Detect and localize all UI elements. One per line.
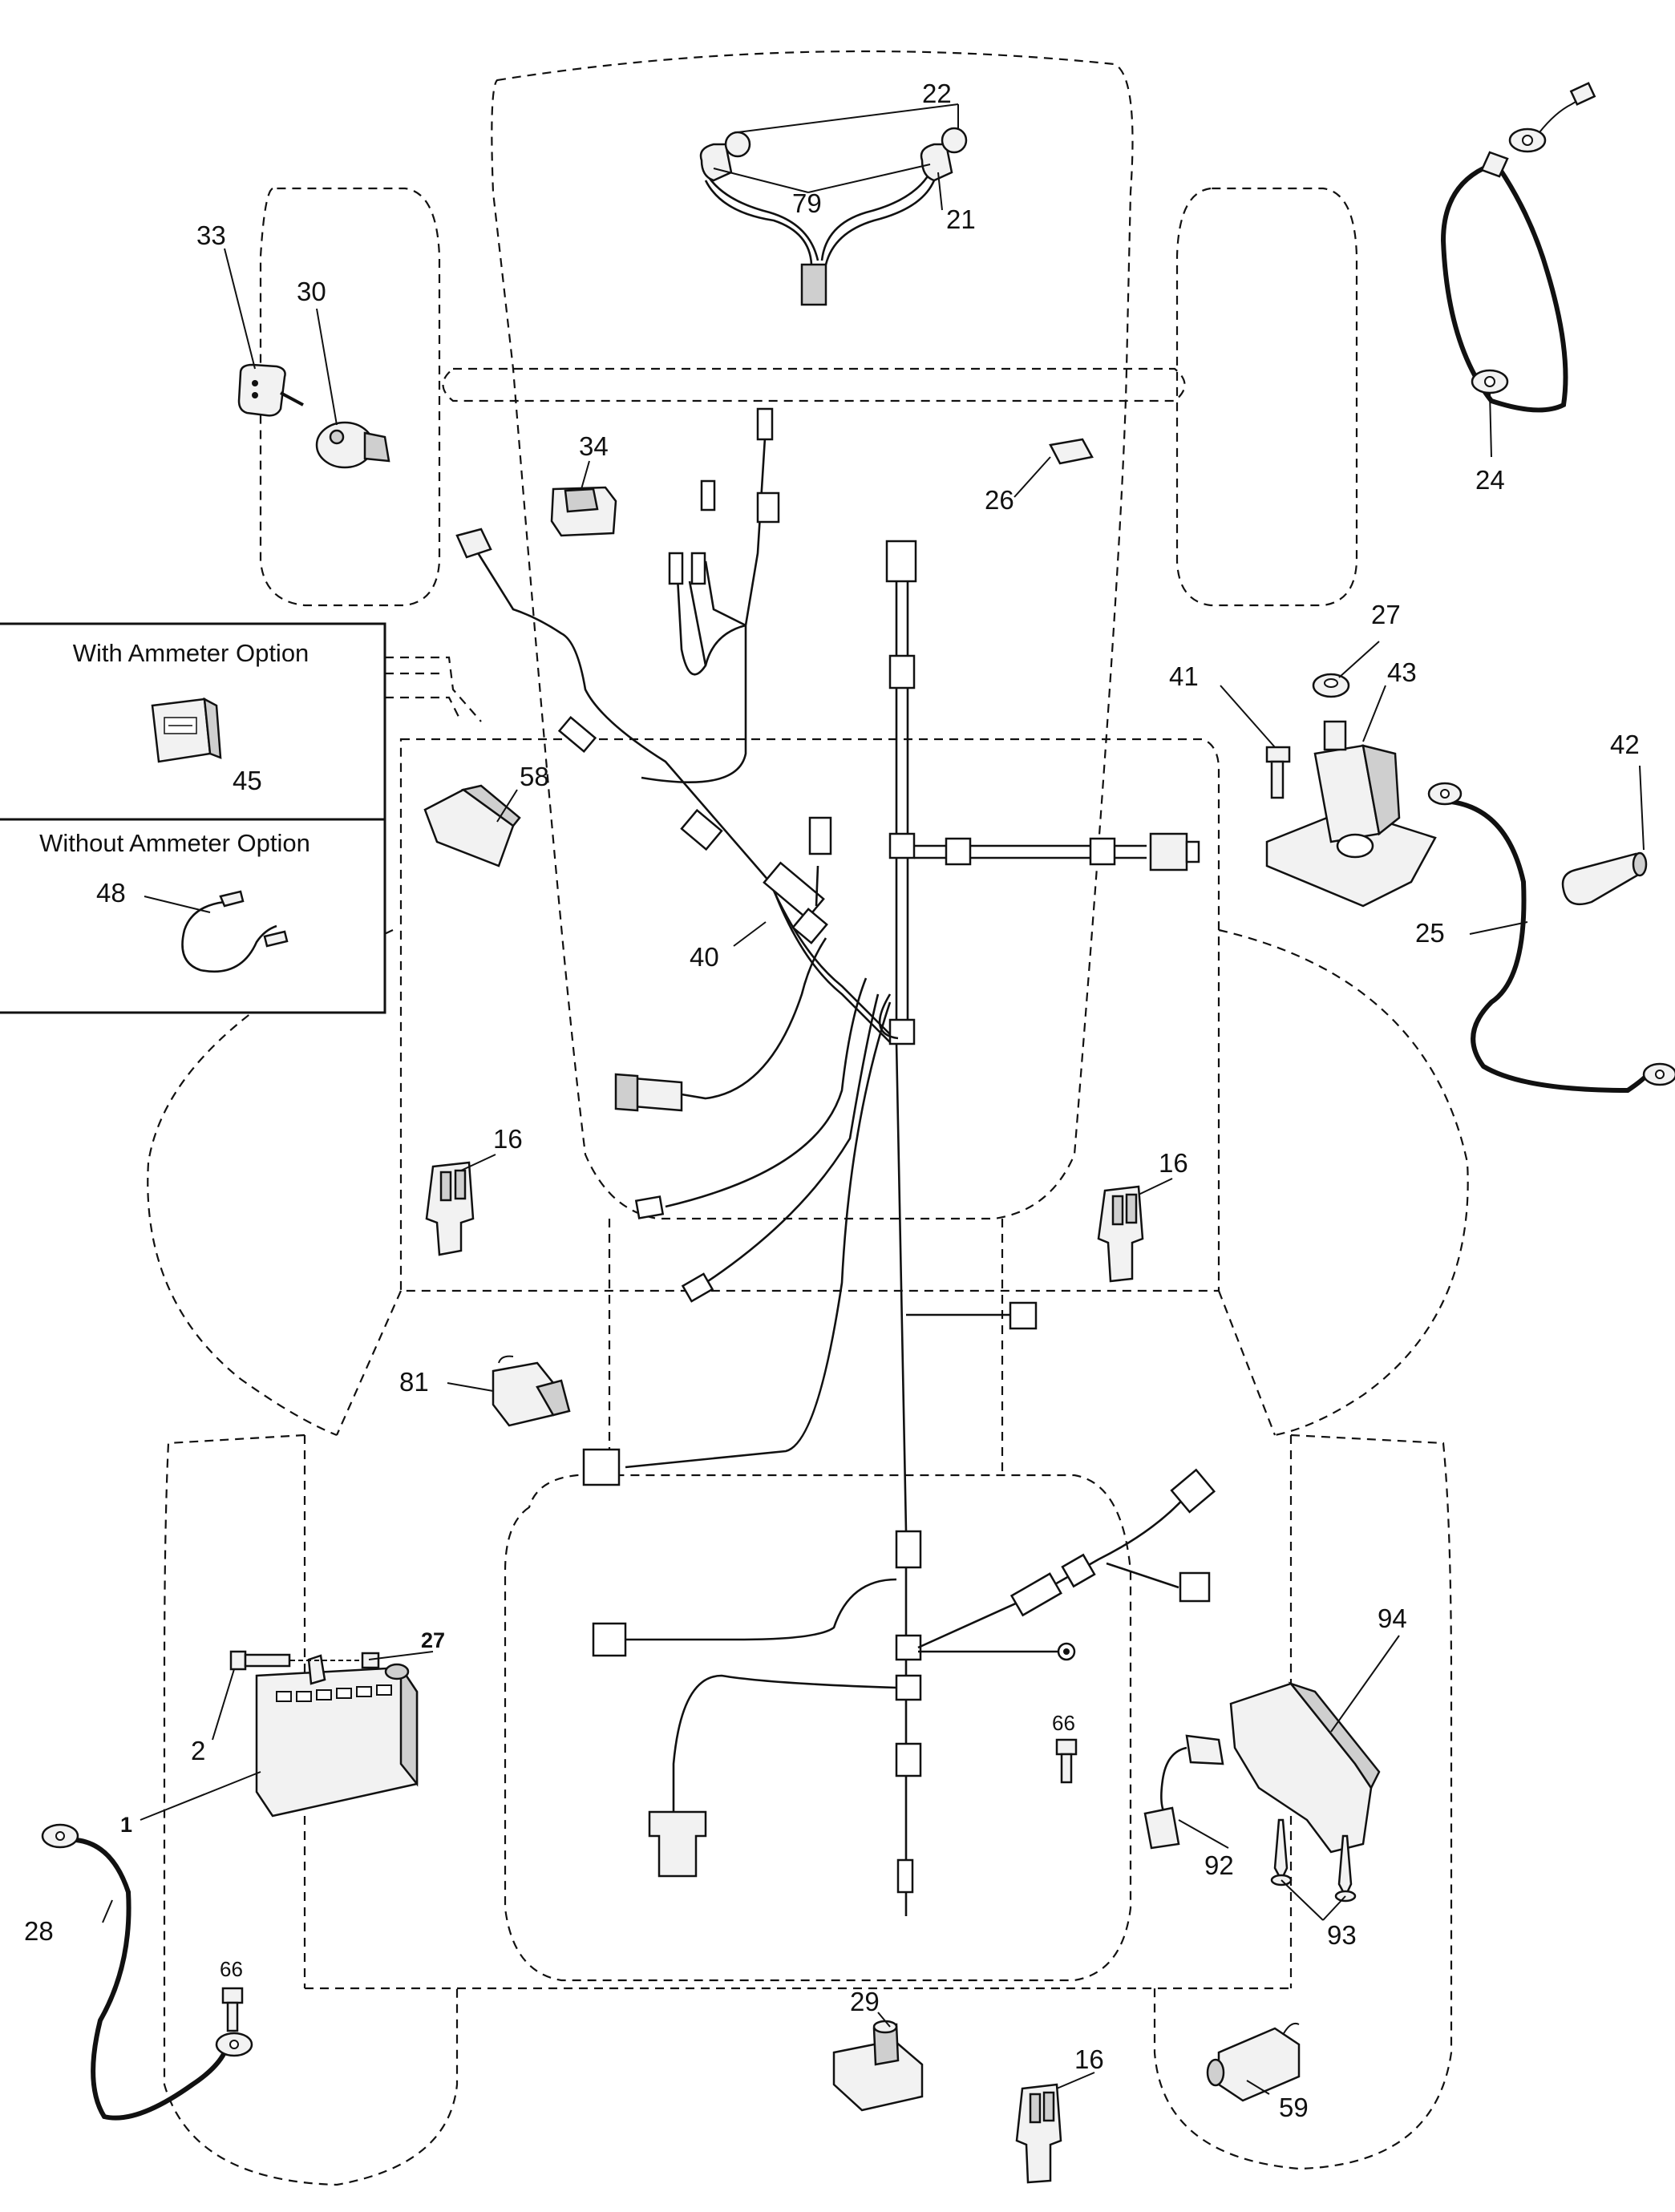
positive-cable-25: [1427, 782, 1675, 1094]
ammeter-part: [151, 697, 222, 763]
module-part: [423, 784, 521, 867]
battery-bolt-part: [229, 1650, 291, 1671]
ignition-key-part: [237, 363, 304, 417]
callout-28: 28: [24, 1916, 54, 1946]
callout-92: 92: [1204, 1850, 1234, 1880]
battery-part: [255, 1654, 419, 1818]
callout-33: 33: [196, 220, 226, 250]
negative-cable-24: [1440, 82, 1596, 413]
callout-93: 93: [1327, 1920, 1357, 1950]
bolt-66-left-part: [221, 1987, 244, 2032]
callout-79: 79: [792, 188, 822, 218]
callout-66-left: 66: [220, 1957, 243, 1981]
callout-59: 59: [1279, 2093, 1309, 2122]
callout-41: 41: [1169, 661, 1199, 691]
callout-58: 58: [520, 762, 549, 791]
callout-1: 1: [120, 1813, 132, 1837]
main-harness: [455, 407, 1216, 1916]
leader-lines: [102, 103, 1645, 2095]
chassis-outlines: [147, 50, 1469, 2186]
screws-93-part: [1270, 1818, 1357, 1903]
callout-81: 81: [399, 1367, 429, 1397]
callout-24: 24: [1475, 465, 1505, 495]
relay-part: [492, 1355, 571, 1427]
callout-29: 29: [850, 1987, 880, 2016]
interlock-switch-part-b: [1097, 1185, 1144, 1283]
ignition-switch-part: [315, 421, 390, 469]
bolt-41-part: [1265, 746, 1291, 799]
bracket-94-part: [1229, 1681, 1381, 1854]
headlight-harness: [699, 127, 968, 306]
harness-92-part: [1143, 1734, 1224, 1850]
callout-43: 43: [1387, 657, 1417, 687]
callout-94: 94: [1378, 1603, 1407, 1633]
callout-40: 40: [690, 942, 719, 972]
module-59-part: [1206, 2022, 1301, 2102]
without-ammeter-label: Without Ammeter Option: [39, 829, 310, 857]
callout-16-right: 16: [1159, 1148, 1188, 1178]
callout-30: 30: [297, 277, 326, 306]
interlock-switch-part-c: [1015, 2083, 1062, 2184]
interlock-switch-part-a: [425, 1161, 475, 1256]
callout-16-left: 16: [493, 1124, 523, 1154]
callout-22: 22: [922, 79, 952, 108]
callout-42: 42: [1610, 730, 1640, 759]
callout-2: 2: [191, 1736, 205, 1765]
callout-27-top: 27: [1371, 600, 1401, 629]
callout-numbers: 22 21 79 33 30 34 26 24 27 41 43 42 25 4…: [24, 79, 1640, 2122]
callout-66-right: 66: [1052, 1711, 1075, 1735]
callout-34: 34: [579, 431, 609, 461]
ammeter-option-box: With Ammeter Option Without Ammeter Opti…: [0, 622, 386, 1014]
battery-nut-part: [290, 1652, 380, 1669]
jumper-wire-part: [144, 890, 289, 973]
seat-switch-part: [832, 2020, 924, 2112]
callout-26: 26: [985, 485, 1014, 515]
terminal-boot-part: [1561, 851, 1648, 906]
bolt-66-right-part: [1055, 1738, 1078, 1784]
callout-16-bottom: 16: [1074, 2044, 1104, 2074]
callout-45: 45: [233, 766, 262, 795]
rocker-switch-part: [550, 486, 617, 537]
battery-cable-28: [41, 1823, 253, 2121]
with-ammeter-label: With Ammeter Option: [73, 639, 310, 667]
fuse-part: [1049, 438, 1094, 465]
callout-25: 25: [1415, 918, 1445, 948]
callout-27-battery: 27: [421, 1628, 445, 1652]
callout-21: 21: [946, 204, 976, 234]
solenoid-part: [1265, 720, 1437, 908]
callout-48: 48: [96, 878, 126, 908]
nut-27-part: [1312, 673, 1350, 698]
